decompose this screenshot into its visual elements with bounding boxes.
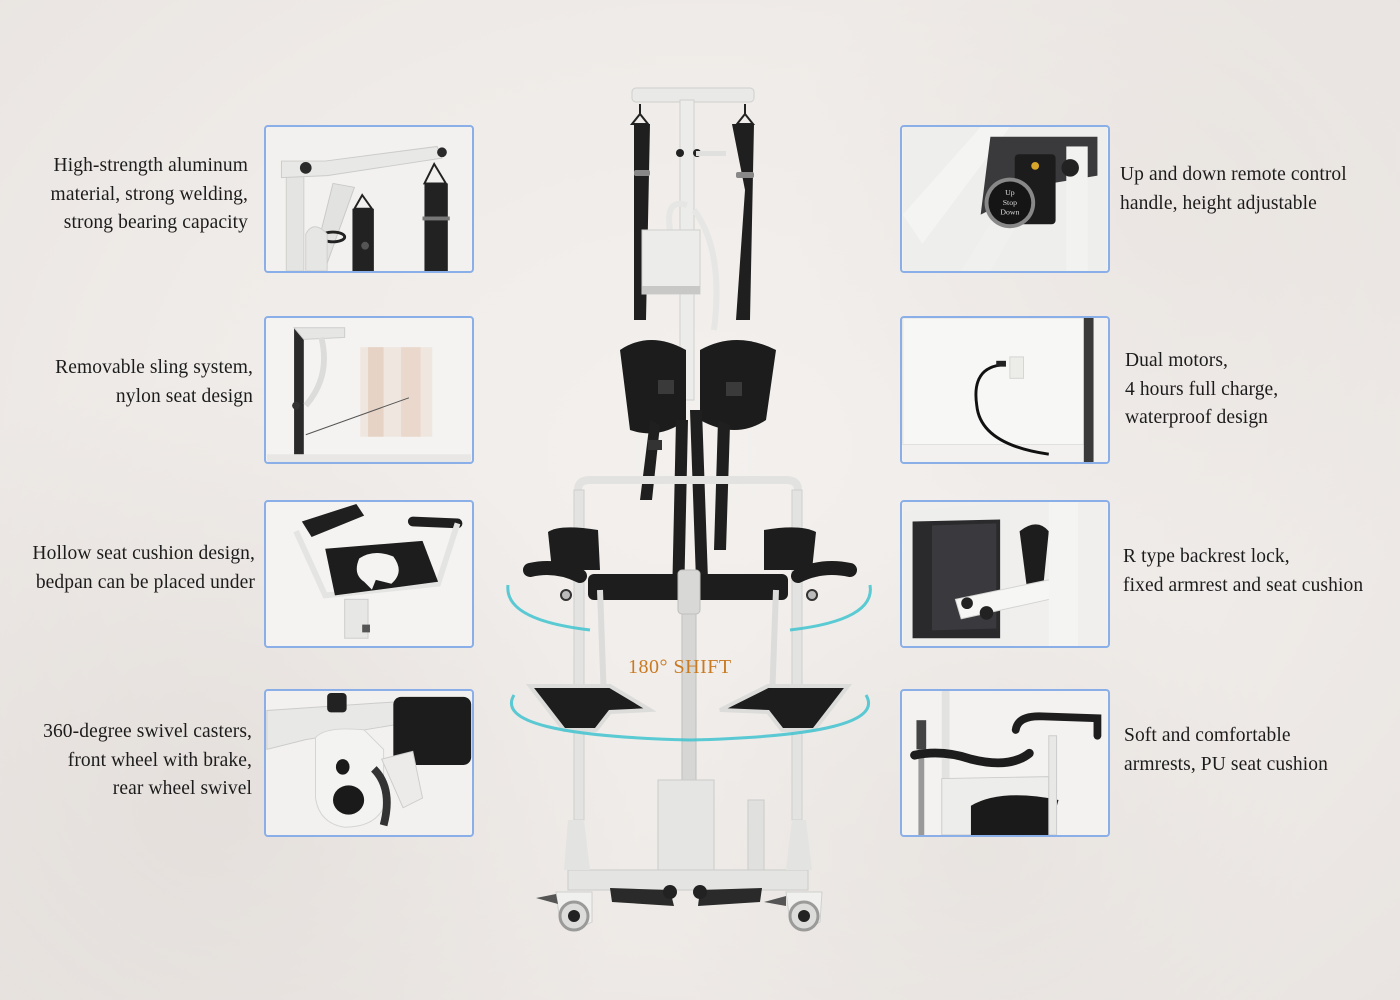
caption-line: armrests, PU seat cushion bbox=[1124, 753, 1328, 775]
caption-line: nylon seat design bbox=[115, 385, 253, 407]
thumbnail-backrest-lock bbox=[900, 500, 1110, 648]
feature-caption-motors: Dual motors, 4 hours full charge, waterp… bbox=[1125, 347, 1278, 433]
caption-line: High-strength aluminum bbox=[53, 155, 248, 176]
caption-line: Soft and comfortable bbox=[1124, 725, 1291, 746]
feature-caption-backrest: R type backrest lock, fixed armrest and … bbox=[1123, 543, 1363, 600]
caption-line: 4 hours full charge, bbox=[1125, 378, 1279, 400]
caption-line: waterproof design bbox=[1125, 407, 1269, 428]
remote-down-label: Down bbox=[1000, 208, 1019, 217]
caption-line: 360-degree swivel casters, bbox=[43, 721, 252, 742]
caption-line: Up and down remote control bbox=[1120, 164, 1347, 185]
caption-line: fixed armrest and seat cushion bbox=[1123, 574, 1364, 596]
remote-up-label: Up bbox=[1005, 188, 1015, 197]
thumbnail-caster-wheel bbox=[264, 689, 474, 837]
rotation-shift-label: 180° SHIFT bbox=[628, 656, 732, 678]
remote-stop-label: Stop bbox=[1003, 198, 1017, 207]
feature-caption-sling: Removable sling system, nylon seat desig… bbox=[55, 354, 253, 411]
caption-line: Hollow seat cushion design, bbox=[32, 543, 255, 564]
caption-line: R type backrest lock, bbox=[1123, 546, 1290, 567]
thumbnail-armrests bbox=[900, 689, 1110, 837]
feature-caption-casters: 360-degree swivel casters, front wheel w… bbox=[43, 718, 252, 804]
hollow-seat-illustration bbox=[266, 502, 472, 646]
thumbnail-hollow-seat bbox=[264, 500, 474, 648]
thumbnail-motor-box-cable bbox=[900, 316, 1110, 464]
feature-caption-armrests: Soft and comfortable armrests, PU seat c… bbox=[1124, 722, 1328, 779]
sling-attachment-illustration bbox=[266, 318, 472, 462]
caption-line: rear wheel swivel bbox=[112, 778, 252, 799]
caption-line: material, strong welding, bbox=[50, 183, 248, 205]
caption-line: Dual motors, bbox=[1125, 350, 1229, 371]
transfer-chair-illustration bbox=[506, 87, 872, 932]
remote-control-illustration: Up Stop Down bbox=[902, 127, 1108, 271]
thumbnail-top-frame-hooks bbox=[264, 125, 474, 273]
patient-lift-transfer-chair bbox=[500, 80, 880, 940]
motor-box-illustration bbox=[902, 318, 1108, 462]
armrests-illustration bbox=[902, 691, 1108, 835]
caption-line: strong bearing capacity bbox=[63, 212, 248, 233]
frame-hooks-illustration bbox=[266, 127, 472, 271]
thumbnail-sling-attachment bbox=[264, 316, 474, 464]
feature-caption-hollow-seat: Hollow seat cushion design, bedpan can b… bbox=[32, 540, 255, 597]
caption-line: bedpan can be placed under bbox=[35, 571, 255, 593]
feature-caption-aluminum: High-strength aluminum material, strong … bbox=[51, 152, 248, 238]
caption-line: handle, height adjustable bbox=[1120, 192, 1317, 214]
caster-wheel-illustration bbox=[266, 691, 472, 835]
thumbnail-remote-control: Up Stop Down bbox=[900, 125, 1110, 273]
caption-line: Removable sling system, bbox=[55, 357, 253, 378]
feature-caption-remote: Up and down remote control handle, heigh… bbox=[1120, 161, 1347, 218]
backrest-lock-illustration bbox=[902, 502, 1108, 646]
caption-line: front wheel with brake, bbox=[67, 749, 252, 771]
